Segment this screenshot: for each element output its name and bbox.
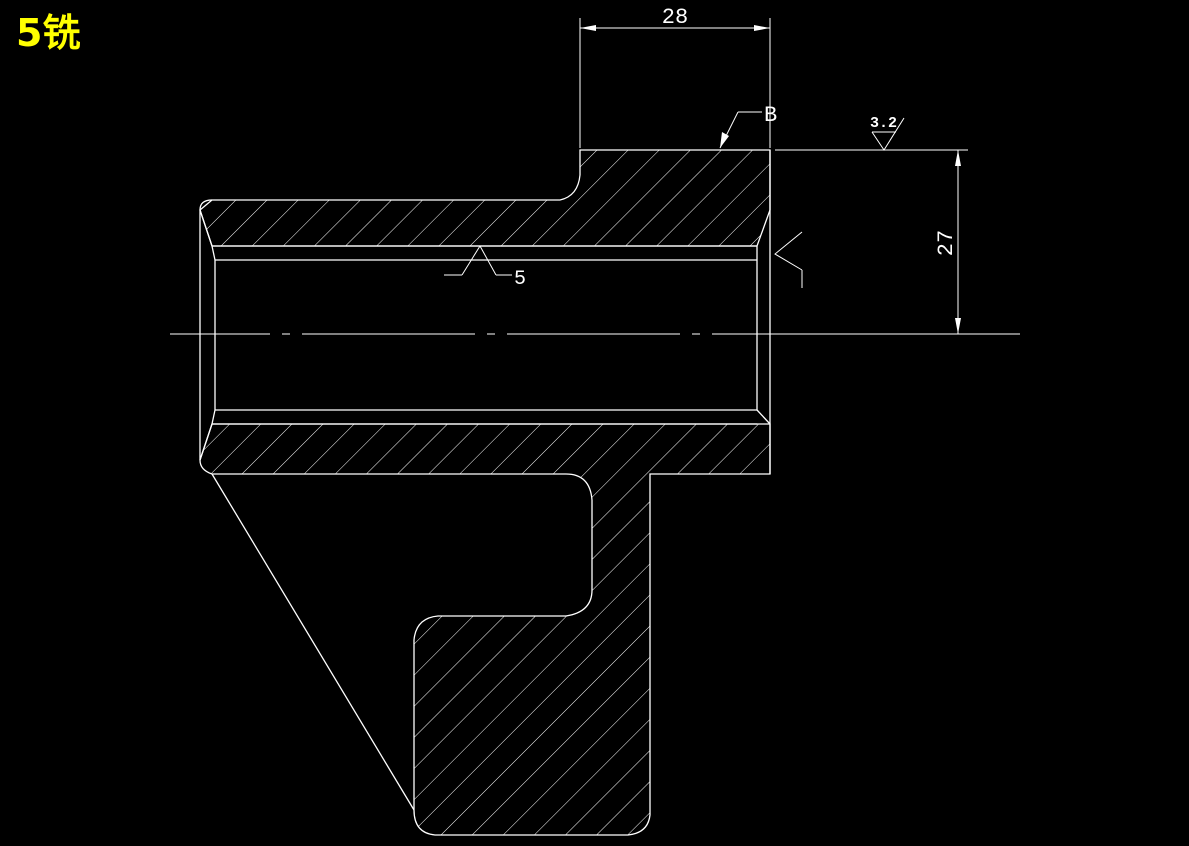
roughness-symbol: 3.2 — [870, 115, 905, 151]
leader-5-text: 5 — [514, 268, 526, 291]
locating-symbol-icon — [774, 231, 803, 288]
dimension-27-text: 27 — [934, 230, 959, 256]
upper-section-hatch — [199, 149, 771, 247]
operation-title: 5铣 — [16, 11, 81, 55]
outline-lines — [199, 150, 771, 811]
dimension-28: 28 — [579, 5, 771, 148]
dimension-27: 27 — [775, 149, 968, 334]
roughness-value: 3.2 — [870, 115, 897, 132]
leader-5: 5 — [444, 245, 526, 291]
datum-b-leader: B — [719, 103, 777, 149]
datum-b-text: B — [764, 103, 777, 128]
dimension-28-text: 28 — [662, 5, 688, 30]
lower-section-hatch — [199, 423, 771, 836]
